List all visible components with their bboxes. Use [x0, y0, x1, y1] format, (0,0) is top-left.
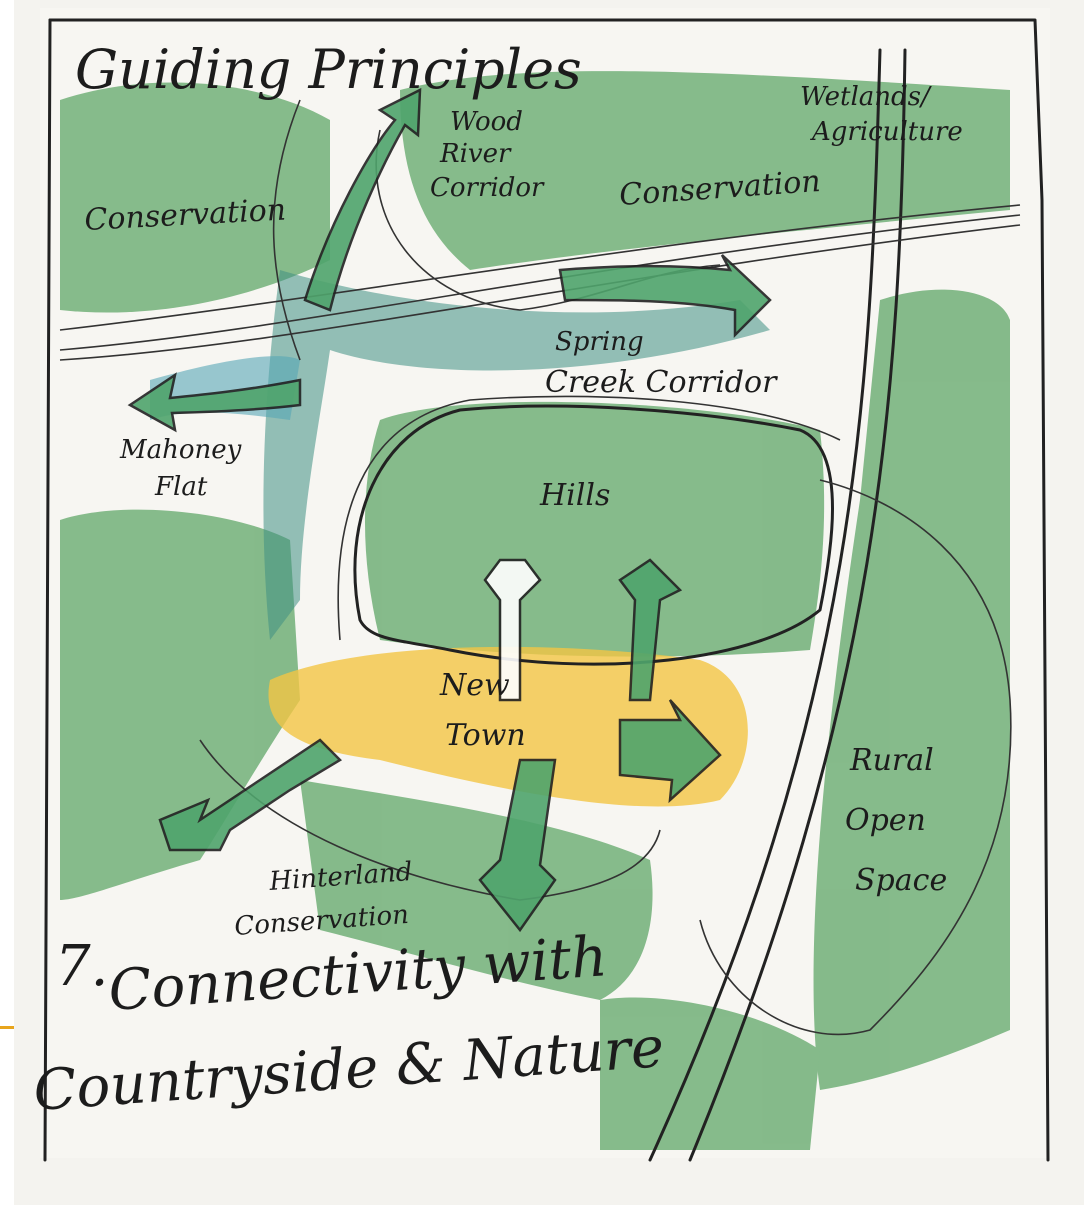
- label-hills: Hills: [539, 478, 610, 513]
- label-wood-river-2: River: [439, 139, 512, 169]
- label-wood-river-3: Corridor: [430, 173, 545, 203]
- label-rural-3: Space: [855, 863, 947, 898]
- label-mahoney-2: Flat: [154, 472, 208, 502]
- label-rural-2: Open: [845, 803, 926, 838]
- label-wetlands-1: Wetlands/: [800, 82, 932, 112]
- label-rural-1: Rural: [849, 743, 934, 778]
- label-new-town-1: New: [439, 668, 510, 703]
- label-wetlands-2: Agriculture: [810, 117, 963, 147]
- label-wood-river-1: Wood: [450, 107, 523, 137]
- label-spring-creek-2: Creek Corridor: [545, 365, 778, 400]
- label-mahoney-1: Mahoney: [119, 435, 242, 465]
- label-new-town-2: Town: [445, 718, 526, 753]
- label-spring-creek-1: Spring: [555, 327, 644, 357]
- sketch-title: Guiding Principles: [75, 38, 582, 101]
- principle-number: 7.: [55, 934, 108, 999]
